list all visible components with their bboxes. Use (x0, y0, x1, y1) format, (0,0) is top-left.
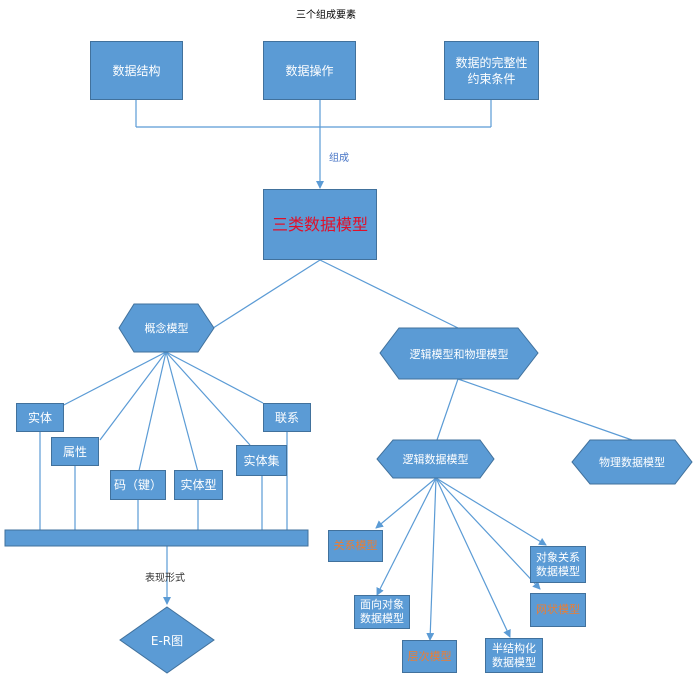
logical-physical-hexagon (379, 327, 539, 380)
attribute-box: 属性 (51, 437, 99, 466)
key-box: 码（键） (110, 470, 166, 500)
data-structure-box: 数据结构 (90, 41, 183, 100)
physical-model-hexagon (571, 439, 693, 485)
logical-physical-label: 逻辑模型和物理模型 (409, 347, 509, 361)
data-operation-box: 数据操作 (263, 41, 356, 100)
semi-structured-model-box: 半结构化 数据模型 (485, 638, 543, 673)
compose-label: 组成 (329, 153, 349, 164)
relationship-box: 联系 (263, 403, 311, 432)
er-diagram-label: E-R图 (150, 633, 184, 648)
integrity-constraint-box: 数据的完整性 约束条件 (444, 41, 539, 100)
diagram-title: 三个组成要素 (296, 10, 356, 21)
network-model-box: 网状模型 (530, 593, 586, 627)
entity-box: 实体 (16, 403, 64, 432)
object-relational-model-box: 对象关系 数据模型 (530, 546, 586, 583)
physical-model-label: 物理数据模型 (599, 456, 665, 469)
relational-model-box: 关系模型 (328, 530, 383, 562)
er-diagram-diamond (119, 606, 215, 674)
conceptual-model-hexagon (118, 303, 215, 353)
conceptual-model-label: 概念模型 (144, 322, 189, 335)
hierarchical-model-box: 层次模型 (402, 640, 457, 673)
entity-type-box: 实体型 (174, 470, 223, 500)
three-data-models-box: 三类数据模型 (263, 189, 377, 260)
entity-set-box: 实体集 (236, 445, 287, 476)
object-oriented-model-box: 面向对象 数据模型 (354, 595, 410, 629)
logical-model-hexagon (376, 439, 495, 479)
representation-label: 表现形式 (145, 573, 185, 584)
logical-model-label: 逻辑数据模型 (402, 453, 469, 466)
representation-bar (4, 529, 309, 547)
